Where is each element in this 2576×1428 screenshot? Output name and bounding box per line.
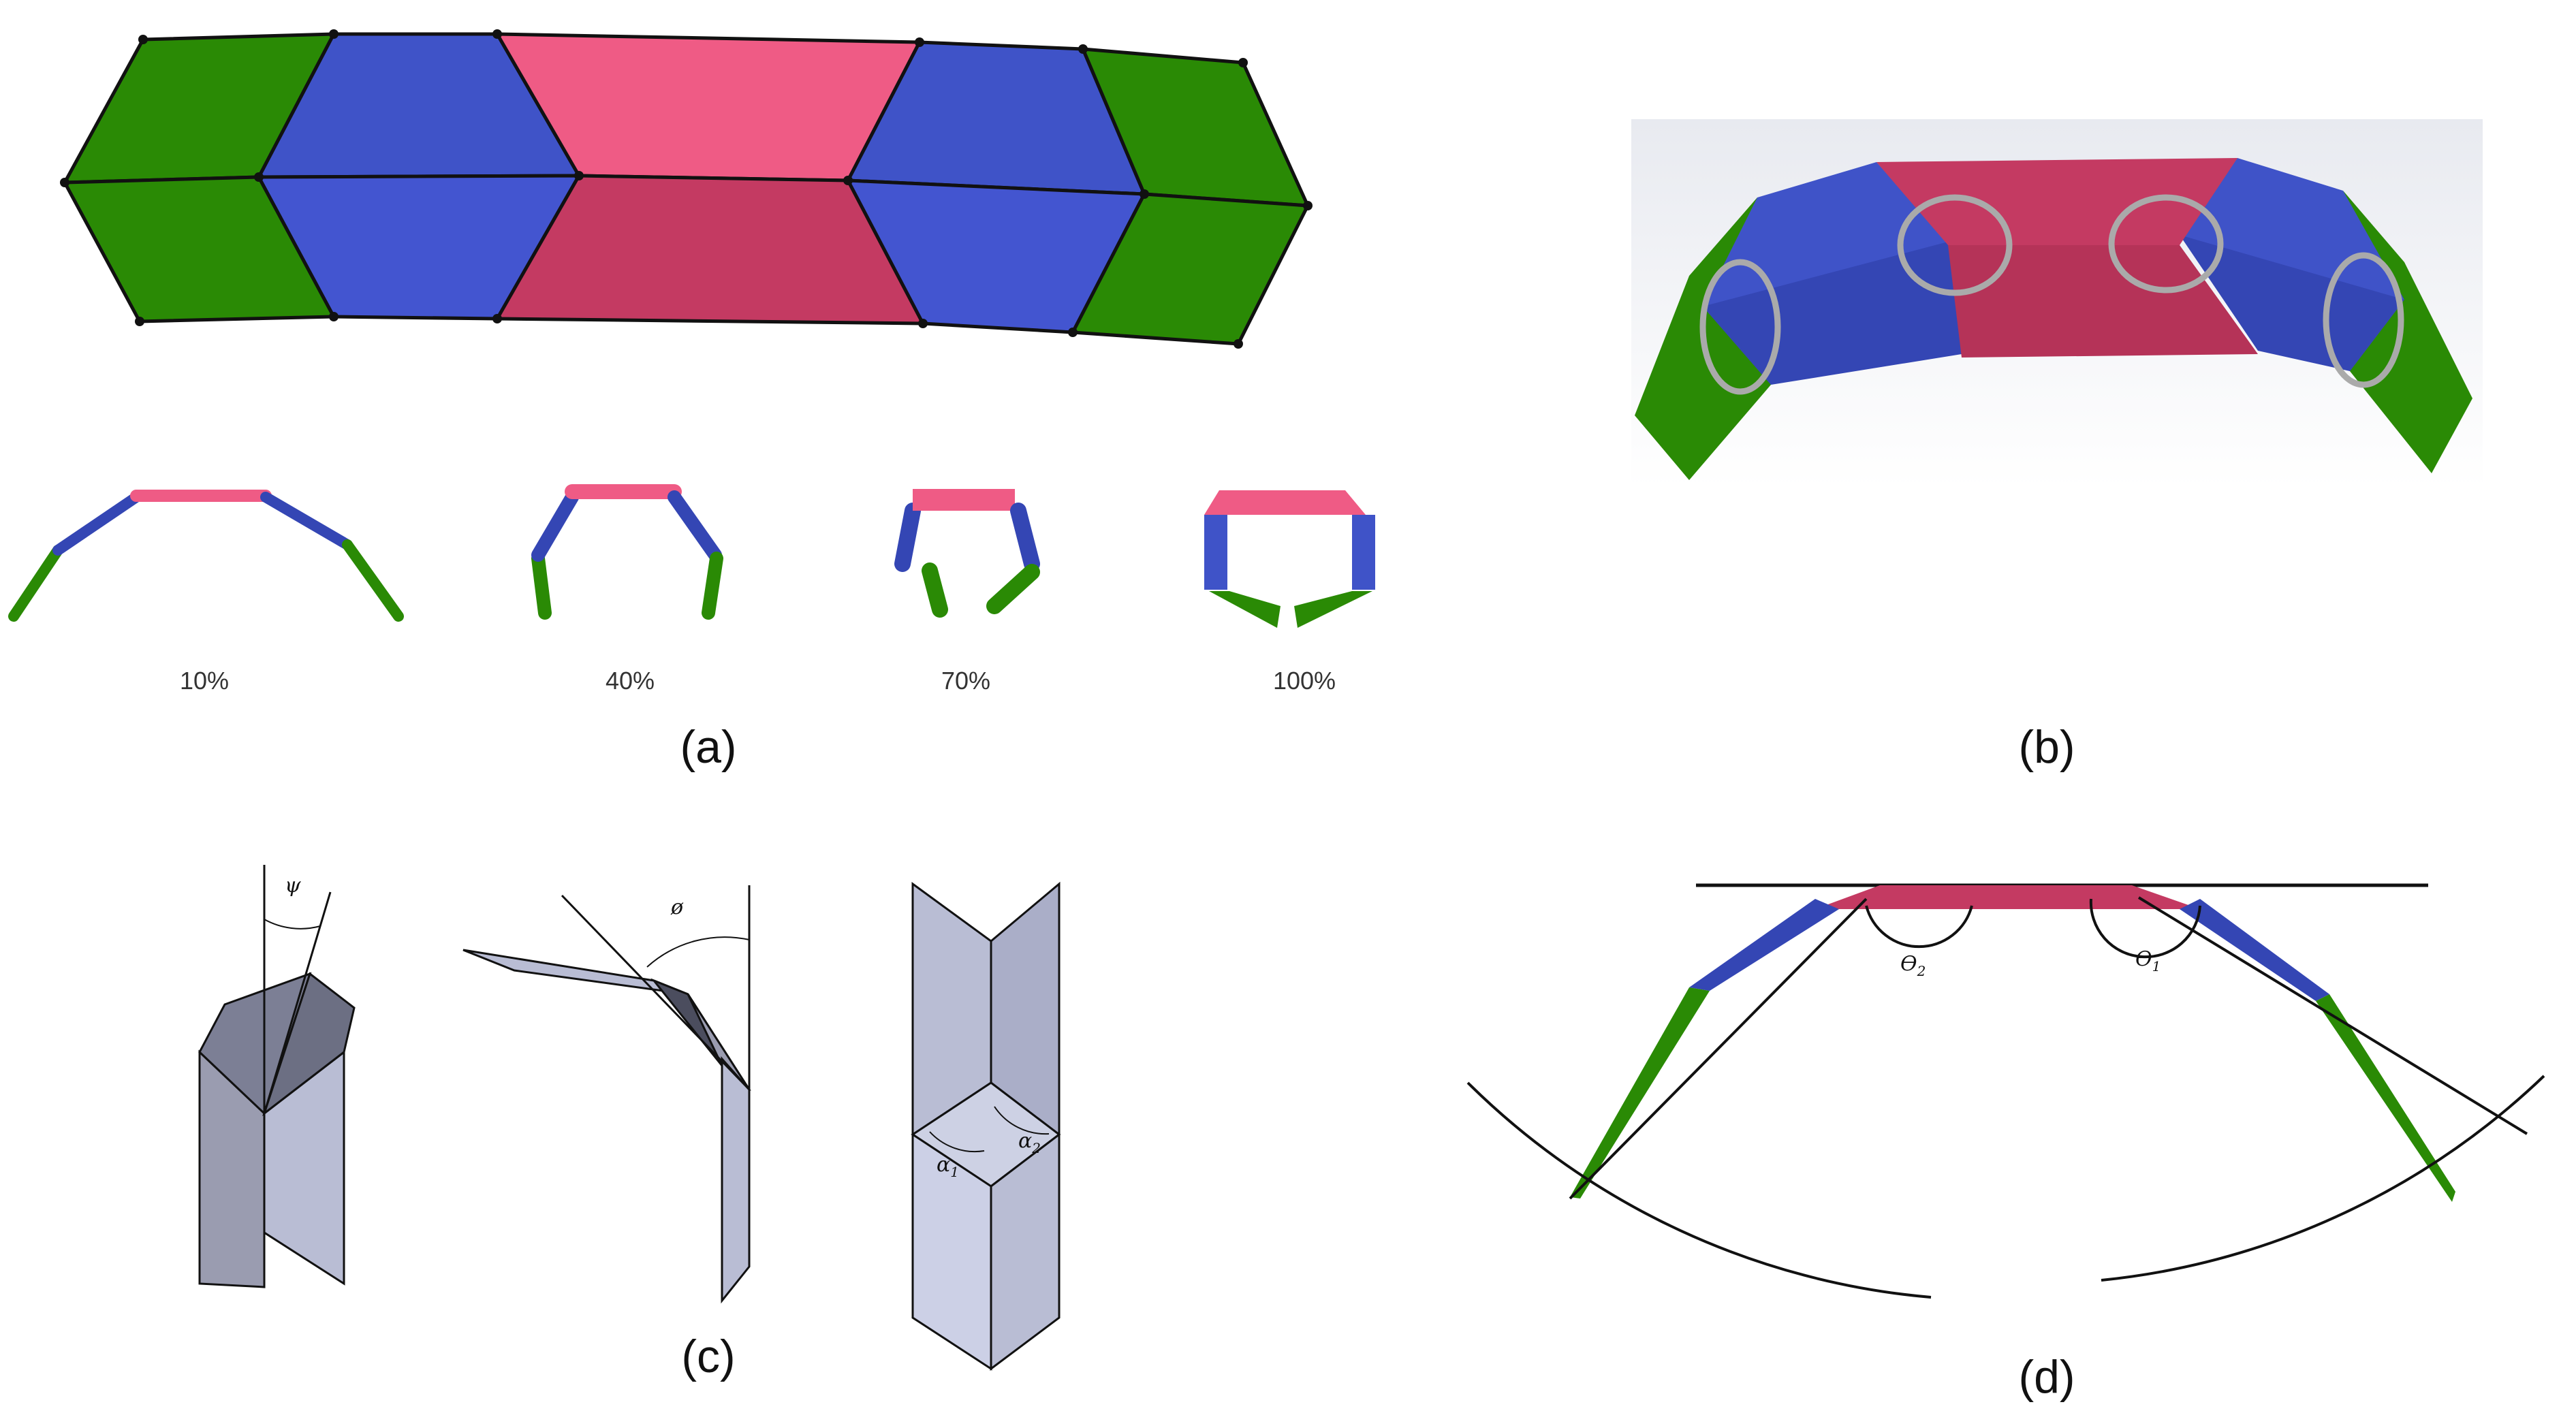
stage-70-blue-r [1010, 503, 1040, 572]
theta2-symbol: ϴ2 [1900, 952, 1926, 979]
alpha2-symbol: α2 [1018, 1129, 1041, 1156]
c1-top-right [262, 972, 356, 1117]
psi-symbol: ψ [285, 874, 301, 898]
stage-100-blue-l [1204, 515, 1227, 590]
d-green-right [2316, 994, 2455, 1202]
stage-40-blue [531, 490, 579, 562]
caption-c: (c) [681, 1331, 735, 1382]
panel-b: (b) [1631, 119, 2483, 773]
theta1-symbol: ϴ1 [2135, 947, 2161, 974]
fold-stage-100 [1204, 490, 1375, 628]
stage-70-green-r [986, 564, 1040, 614]
stage-40-green-r [702, 552, 723, 620]
c3-right-bottom [990, 1132, 1061, 1371]
d-blue-right [2180, 899, 2329, 1001]
c-alpha-column: α1 α2 [911, 881, 1061, 1371]
pattern-vertices [60, 29, 1313, 349]
stage-label-70: 70% [941, 667, 990, 695]
caption-d: (d) [2018, 1351, 2075, 1403]
b-pink-bottom [1948, 245, 2258, 358]
c-phi-fold: ø [462, 885, 751, 1304]
stage-100-blue-r [1352, 515, 1375, 590]
unfolded-pattern [63, 32, 1310, 346]
stage-10-green [8, 545, 63, 622]
stage-100-green-r [1294, 591, 1372, 628]
stage-40-green [531, 552, 552, 620]
c2-flap [462, 949, 689, 996]
fold-stage-10 [8, 490, 404, 622]
caption-b: (b) [2018, 721, 2075, 773]
b-blue-left-low [1703, 242, 1962, 385]
stage-70-pink [913, 489, 1015, 511]
stage-10-blue-r [260, 492, 353, 550]
stage-70-blue [894, 503, 921, 572]
c2-diagonal [687, 994, 751, 1091]
stage-label-100: 100% [1273, 667, 1336, 695]
stage-label-10: 10% [180, 667, 229, 695]
stage-label-40: 40% [606, 667, 655, 695]
panel-c: ψ ø α1 α2 (c) [198, 865, 1061, 1382]
b-hinge-rings [1699, 194, 2404, 395]
stage-100-pink [1204, 490, 1366, 515]
d-guides [1466, 896, 2545, 1299]
d-blue-left [1689, 899, 1839, 991]
stage-10-green-r [342, 539, 404, 622]
phi-symbol: ø [670, 895, 684, 919]
panel-d: ϴ2 ϴ1 (d) [1466, 883, 2545, 1403]
caption-a: (a) [680, 721, 736, 773]
c-psi-fold: ψ [198, 865, 356, 1288]
c2-vertical [721, 1056, 751, 1304]
stage-70-green [922, 562, 948, 618]
b-blue-right-low [2180, 235, 2404, 371]
stage-100-green-l [1209, 591, 1281, 628]
stage-10-blue [52, 492, 142, 556]
alpha1-symbol: α1 [937, 1153, 959, 1180]
fold-stage-70 [894, 489, 1040, 618]
panel-a: 10% 40% 70% 100% (a) [8, 29, 1375, 773]
fold-stage-40 [531, 484, 723, 620]
b-pink-top [1876, 158, 2237, 245]
stage-40-blue-r [667, 490, 722, 562]
d-green-left [1570, 987, 1710, 1199]
d-pink-top [1815, 885, 2200, 909]
